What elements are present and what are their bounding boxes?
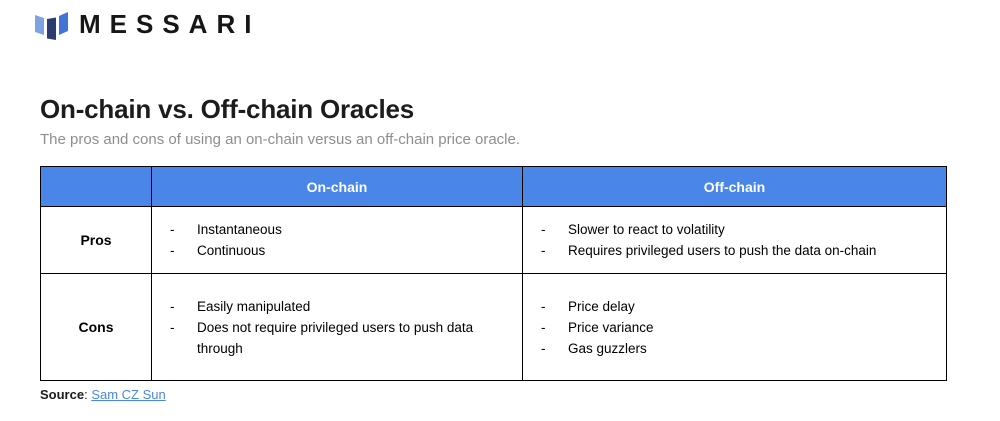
corner-header-cell <box>40 166 152 207</box>
messari-logo-icon <box>35 12 68 40</box>
list-item-text: Continuous <box>197 243 266 258</box>
dash-marker: - <box>541 243 546 258</box>
list-item-text: Slower to react to volatility <box>568 222 725 237</box>
dash-marker: - <box>541 298 546 314</box>
cons-row-label: Cons <box>40 273 152 381</box>
list-item-text: Does not require privileged users to pus… <box>197 319 474 356</box>
dash-marker: - <box>170 319 175 335</box>
list-item-text: Instantaneous <box>197 222 282 237</box>
list-item: - Gas guzzlers <box>541 338 934 359</box>
cons-onchain-cell: - Easily manipulated - Does not require pr… <box>151 273 523 381</box>
list-item: - Slower to react to volatility <box>541 219 934 240</box>
list-item-text: Easily manipulated <box>197 298 311 314</box>
source-separator: : <box>84 387 92 402</box>
list-item: - Price variance <box>541 317 934 338</box>
list-item-text: Price variance <box>568 319 654 335</box>
dash-marker: - <box>541 340 546 356</box>
source-label: Source <box>40 387 85 402</box>
table-header-row: On-chain Off-chain <box>40 166 947 207</box>
onchain-column-header: On-chain <box>151 166 523 207</box>
offchain-column-header: Off-chain <box>522 166 947 207</box>
messari-wordmark: MESSARI <box>79 8 261 39</box>
table-row-cons: Cons - Easily manipulated - Does not requi… <box>40 273 947 381</box>
table-row-pros: Pros - Instantaneous - Continuous - Slower … <box>40 206 947 274</box>
dash-marker: - <box>170 298 175 314</box>
pros-row-label: Pros <box>40 206 152 274</box>
list-item-text: Price delay <box>568 298 635 314</box>
messari-logo: MESSARI <box>35 7 260 41</box>
dash-marker: - <box>541 319 546 335</box>
page-title: On-chain vs. Off-chain Oracles <box>40 94 414 124</box>
oracle-comparison-table: On-chain Off-chain Pros - Instantaneous -… <box>40 166 947 381</box>
source-line: Source: Sam CZ Sun <box>40 387 166 402</box>
list-item: - Price delay <box>541 296 934 317</box>
list-item: - Requires privileged users to push the d… <box>541 240 934 261</box>
list-item: - Continuous <box>170 240 510 261</box>
list-item-text: Requires privileged users to push the da… <box>568 243 877 258</box>
list-item: - Does not require privileged users to pu… <box>170 317 510 359</box>
list-item: - Easily manipulated <box>170 296 510 317</box>
cons-offchain-cell: - Price delay - Price variance - Gas guzzle… <box>522 273 947 381</box>
dash-marker: - <box>170 243 175 258</box>
list-item-text: Gas guzzlers <box>568 340 647 356</box>
pros-onchain-cell: - Instantaneous - Continuous <box>151 206 523 274</box>
dash-marker: - <box>170 222 175 237</box>
source-link[interactable]: Sam CZ Sun <box>91 387 166 402</box>
dash-marker: - <box>541 222 546 237</box>
list-item: - Instantaneous <box>170 219 510 240</box>
pros-offchain-cell: - Slower to react to volatility - Requires… <box>522 206 947 274</box>
page-subtitle: The pros and cons of using an on-chain v… <box>40 131 520 148</box>
